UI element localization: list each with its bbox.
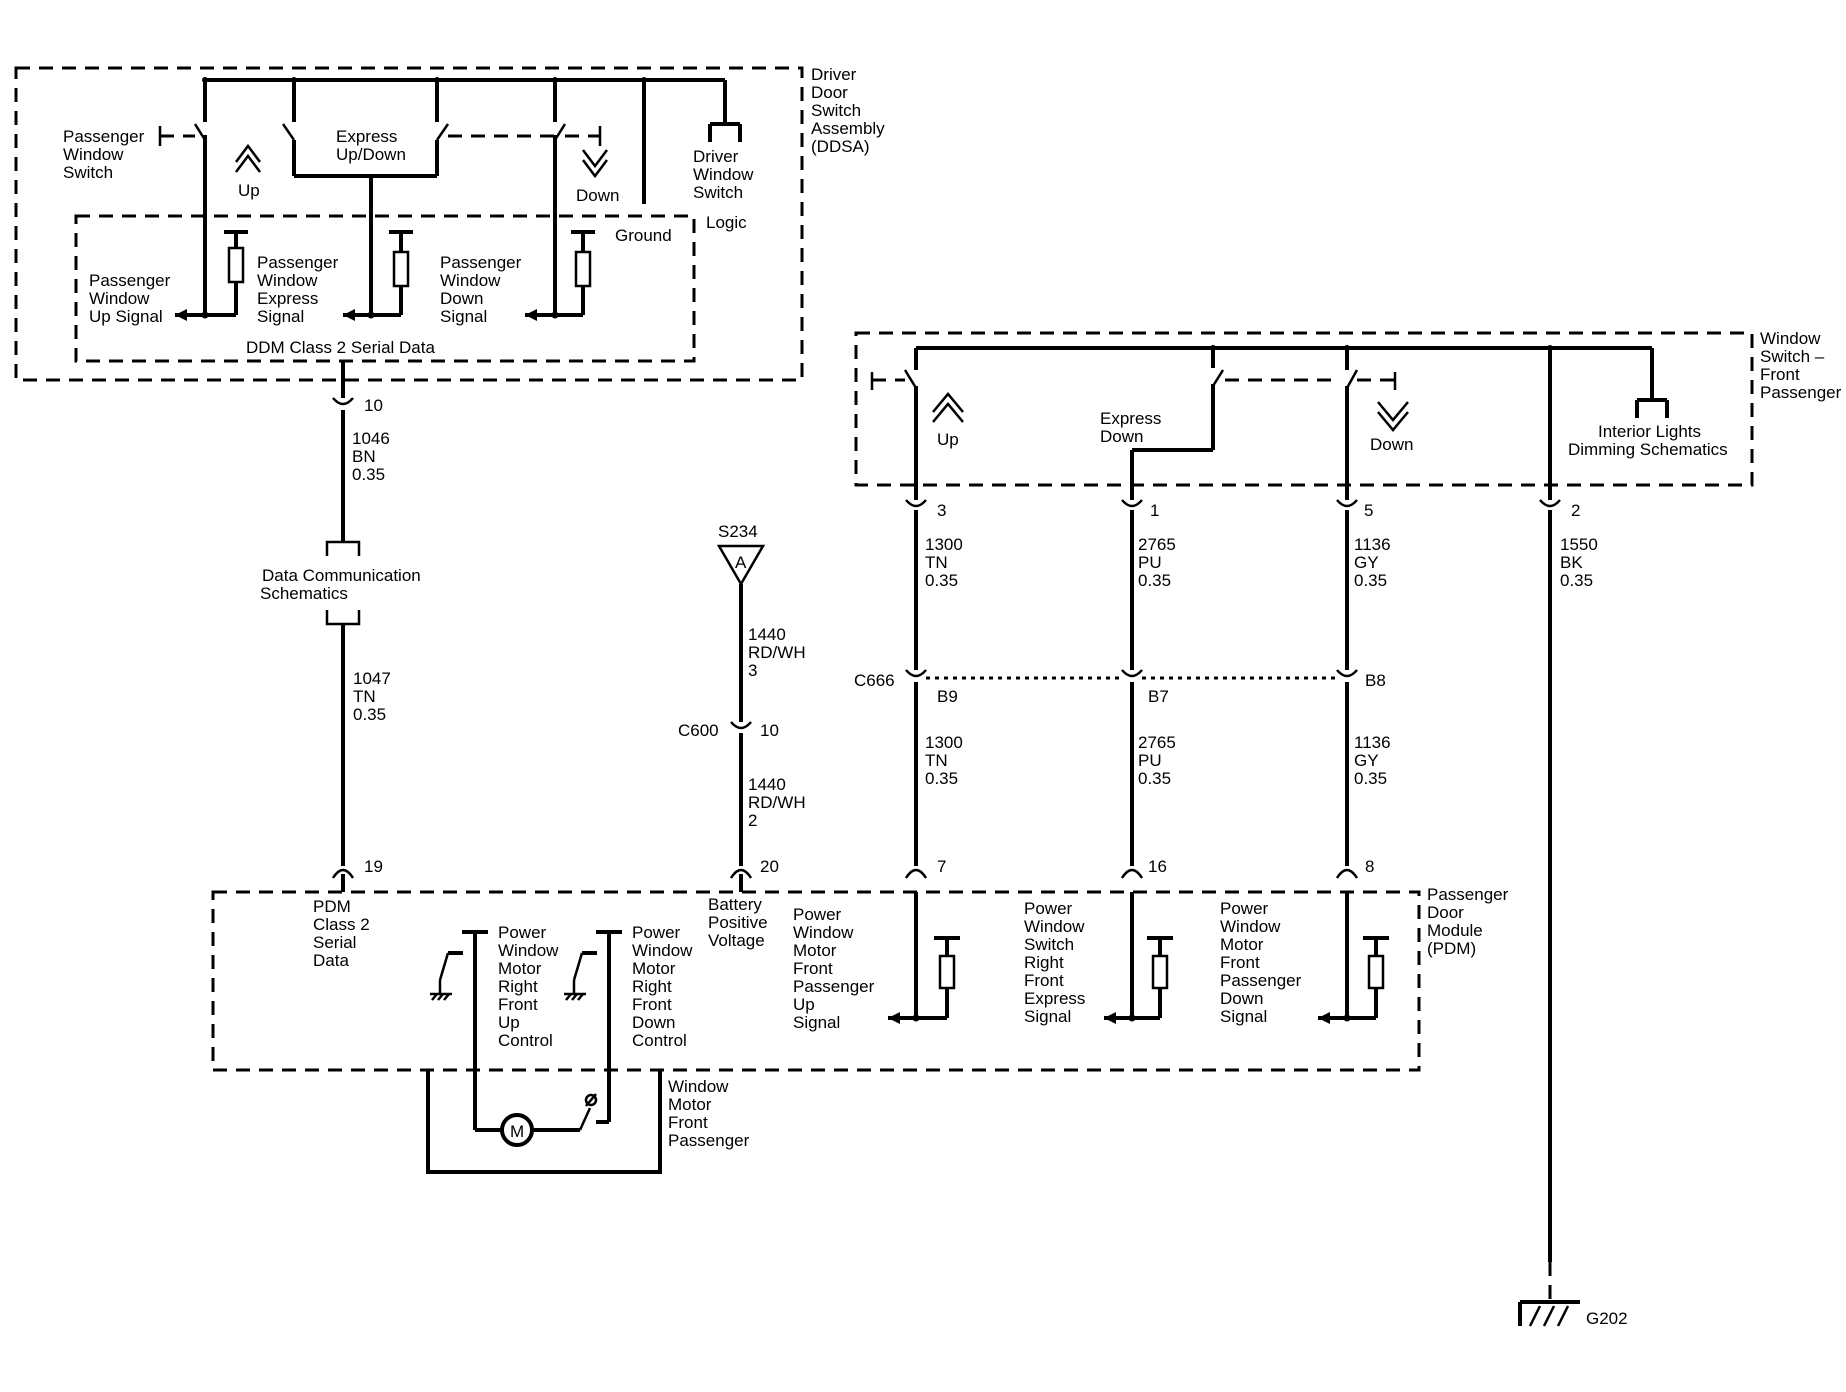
ws-to-c666-wires (914, 510, 1552, 1262)
ddsa-data-wire (332, 361, 354, 542)
ddsa-down-arrow-icon (582, 149, 608, 179)
c666-pin-b8: B8 (1365, 671, 1386, 690)
pdm-down-relay (564, 930, 622, 1122)
ground-g202-icon (1518, 1262, 1580, 1327)
c600-label: C600 (678, 721, 719, 740)
ws-up-arrow-icon (932, 392, 964, 423)
pdm-data-wire (331, 624, 355, 892)
ddsa-pin-10: 10 (364, 396, 383, 415)
s234-label: S234 (718, 522, 758, 541)
c666-label: C666 (854, 671, 895, 690)
pdm-pin-7: 7 (937, 857, 946, 876)
c666-pin-b9: B9 (937, 687, 958, 706)
pdm-boundary (211, 890, 1421, 1072)
ws-pin-2: 2 (1571, 501, 1580, 520)
ground-label: Ground (615, 226, 672, 245)
c666-to-pdm-wires (904, 682, 1359, 879)
c666-connector (905, 669, 1358, 680)
window-motor (426, 1070, 662, 1174)
c600-pin-10: 10 (760, 721, 779, 740)
pdm-up-relay (430, 930, 488, 1130)
window-switch-network (870, 345, 1669, 500)
ws-down-label: Down (1370, 435, 1413, 454)
ws-pin-5: 5 (1364, 501, 1373, 520)
ddsa-logic-boundary (74, 214, 696, 363)
s234-letter: A (735, 553, 747, 572)
ws-down-arrow-icon (1377, 401, 1409, 432)
ddm-serial-data-label: DDM Class 2 Serial Data (246, 338, 435, 357)
ddsa-up-arrow-icon (235, 143, 261, 173)
battery-feed-wire (729, 584, 753, 892)
c666-pin-b7: B7 (1148, 687, 1169, 706)
motor-symbol: M (510, 1122, 524, 1141)
ws-pin-1: 1 (1150, 501, 1159, 520)
ddsa-down-label: Down (576, 186, 619, 205)
pdm-pin-20: 20 (760, 857, 779, 876)
pdm-signal-inputs (888, 892, 1389, 1024)
pdm-pin-8: 8 (1365, 857, 1374, 876)
s234-splice (716, 544, 766, 587)
ground-g202-label: G202 (1586, 1309, 1628, 1328)
ddsa-up-label: Up (238, 181, 260, 200)
ws-pin-3: 3 (937, 501, 946, 520)
ws-connector-pins (905, 499, 1561, 508)
ddsa-boundary (14, 66, 804, 382)
window-switch-boundary (854, 331, 1754, 487)
logic-label: Logic (706, 213, 747, 232)
pdm-pin-19: 19 (364, 857, 383, 876)
ws-up-label: Up (937, 430, 959, 449)
pdm-pin-16: 16 (1148, 857, 1167, 876)
ddsa-logic-resistors (175, 230, 595, 321)
ddsa-switch-network (158, 77, 742, 315)
